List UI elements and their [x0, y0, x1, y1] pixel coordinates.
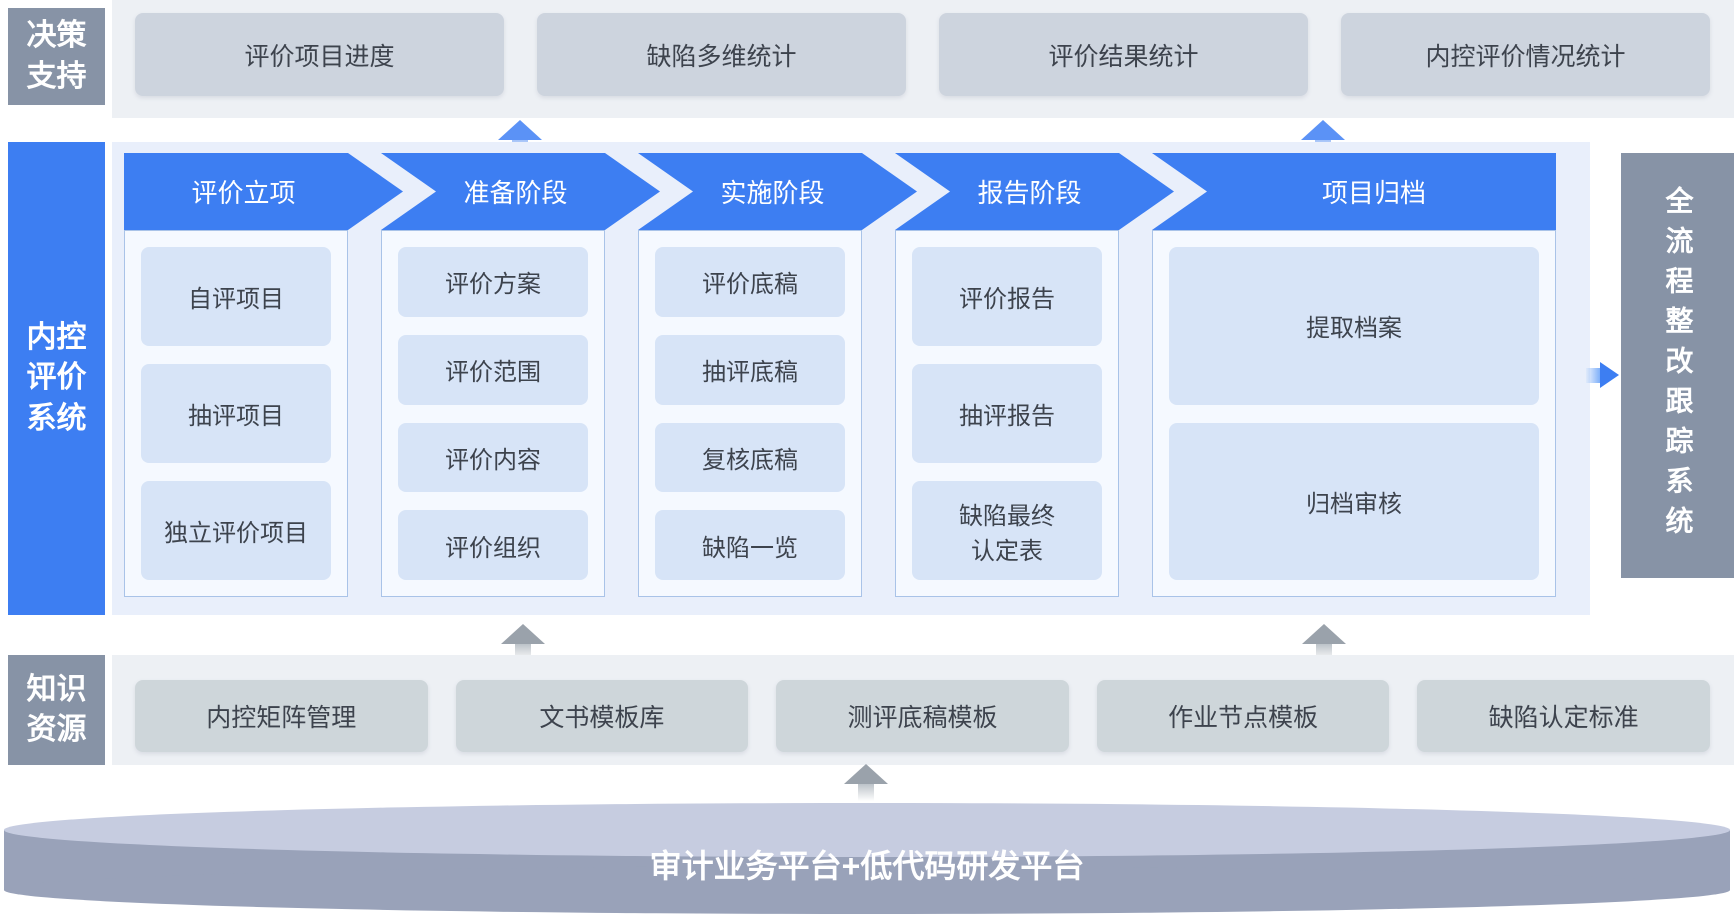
- phase-item: 评价范围: [398, 334, 588, 405]
- phase-item: 评价内容: [398, 422, 588, 493]
- phase-item: 抽评底稿: [655, 334, 845, 405]
- phase-column: 提取档案 归档审核: [1152, 230, 1556, 597]
- evaluation-system-label: 内控 评价 系统: [8, 142, 105, 615]
- phase-header-project-initiation: 评价立项: [124, 153, 403, 230]
- phase-column: 评价报告 抽评报告 缺陷最终 认定表: [895, 230, 1119, 597]
- knowledge-item-worknode-templates: 作业节点模板: [1096, 680, 1390, 752]
- decision-item-defect-statistics: 缺陷多维统计: [537, 13, 906, 96]
- phase-header-implementation: 实施阶段: [638, 153, 917, 230]
- phase-item: 归档审核: [1169, 422, 1539, 580]
- evaluation-system-panel: 评价立项 自评项目 抽评项目 独立评价项目 准备阶段 评价方案 评价范围 评价内…: [112, 142, 1590, 615]
- phase-header-preparation: 准备阶段: [381, 153, 660, 230]
- knowledge-boxes: 内控矩阵管理 文书模板库 测评底稿模板 作业节点模板 缺陷认定标准: [135, 680, 1710, 752]
- phase-reporting: 报告阶段 评价报告 抽评报告 缺陷最终 认定表: [895, 153, 1174, 597]
- right-arrow-blue-icon: [1586, 362, 1619, 388]
- platform-cylinder-top: [4, 803, 1730, 857]
- phase-item: 自评项目: [141, 247, 331, 346]
- knowledge-item-document-templates: 文书模板库: [455, 680, 749, 752]
- phase-item: 缺陷一览: [655, 510, 845, 580]
- platform-cylinder: 审计业务平台+低代码研发平台: [4, 803, 1730, 914]
- platform-cylinder-bottom: [4, 866, 1730, 914]
- phase-header-reporting: 报告阶段: [895, 153, 1174, 230]
- decision-item-project-progress: 评价项目进度: [135, 13, 504, 96]
- phase-implementation: 实施阶段 评价底稿 抽评底稿 复核底稿 缺陷一览: [638, 153, 917, 597]
- phase-item: 评价报告: [912, 247, 1102, 346]
- knowledge-item-workpaper-templates: 测评底稿模板: [776, 680, 1069, 752]
- decision-support-label: 决策 支持: [8, 8, 105, 105]
- decision-item-result-statistics: 评价结果统计: [939, 13, 1308, 96]
- phase-header-archiving: 项目归档: [1152, 153, 1556, 230]
- phase-item: 缺陷最终 认定表: [912, 481, 1102, 580]
- phase-item: 独立评价项目: [141, 481, 331, 580]
- decision-boxes: 评价项目进度 缺陷多维统计 评价结果统计 内控评价情况统计: [135, 13, 1710, 96]
- knowledge-resources-label: 知识 资源: [8, 655, 105, 765]
- phase-column: 自评项目 抽评项目 独立评价项目: [124, 230, 348, 597]
- phase-item: 提取档案: [1169, 247, 1539, 405]
- phase-column: 评价底稿 抽评底稿 复核底稿 缺陷一览: [638, 230, 862, 597]
- decision-item-evaluation-statistics: 内控评价情况统计: [1341, 13, 1710, 96]
- phase-item: 抽评报告: [912, 364, 1102, 463]
- tracking-system-label: 全流程整改跟踪系统: [1662, 185, 1694, 546]
- up-arrow-center-gray-icon: [844, 764, 888, 801]
- phase-item: 复核底稿: [655, 422, 845, 493]
- phase-item: 抽评项目: [141, 364, 331, 463]
- phase-item: 评价方案: [398, 247, 588, 317]
- knowledge-item-defect-standards: 缺陷认定标准: [1417, 680, 1710, 752]
- phase-item: 评价底稿: [655, 247, 845, 317]
- platform-label: 审计业务平台+低代码研发平台: [649, 848, 1085, 884]
- tracking-system-bar: 全流程整改跟踪系统: [1621, 153, 1734, 578]
- phase-archiving: 项目归档 提取档案 归档审核: [1152, 153, 1556, 597]
- phase-item: 评价组织: [398, 510, 588, 580]
- phase-column: 评价方案 评价范围 评价内容 评价组织: [381, 230, 605, 597]
- phase-project-initiation: 评价立项 自评项目 抽评项目 独立评价项目: [124, 153, 403, 597]
- phase-preparation: 准备阶段 评价方案 评价范围 评价内容 评价组织: [381, 153, 660, 597]
- knowledge-item-control-matrix: 内控矩阵管理: [135, 680, 428, 752]
